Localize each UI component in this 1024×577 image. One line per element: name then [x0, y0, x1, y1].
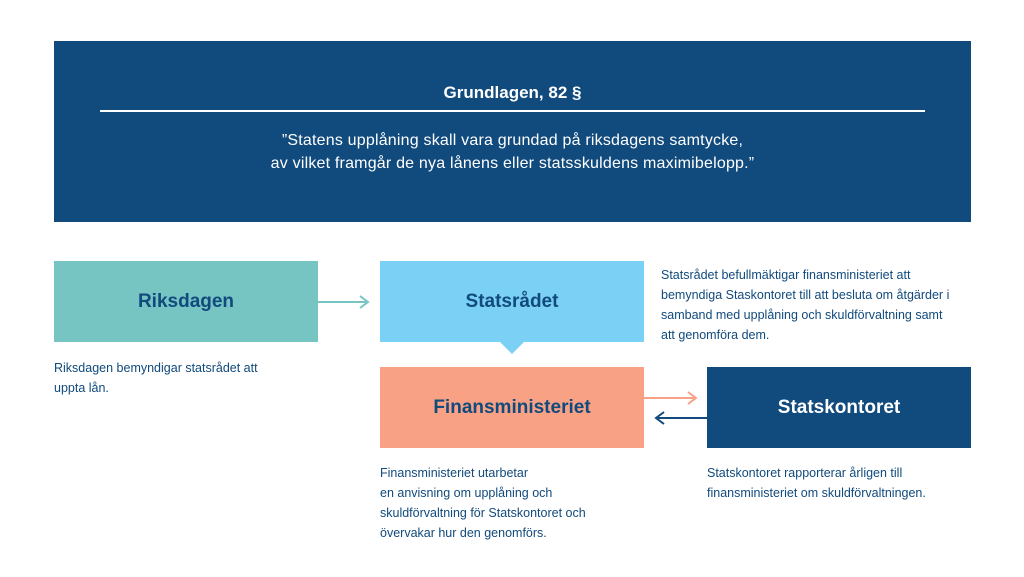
- arrow-statskontoret-to-finans: [654, 411, 707, 425]
- note-line: övervakar hur den genomförs.: [380, 526, 547, 540]
- finansministeriet-box: Finansministeriet: [380, 367, 644, 448]
- note-line: uppta lån.: [54, 381, 109, 395]
- header-panel: Grundlagen, 82 § ”Statens upplåning skal…: [54, 41, 971, 222]
- statsradet-box: Statsrådet: [380, 261, 644, 342]
- header-divider: [100, 110, 925, 112]
- note-line: Riksdagen bemyndigar statsrådet att: [54, 361, 258, 375]
- note-line: Finansministeriet utarbetar: [380, 466, 528, 480]
- statsradet-pointer: [500, 342, 524, 354]
- note-line: samband med upplåning och skuldförvaltni…: [661, 308, 943, 322]
- quote-line-1: ”Statens upplåning skall vara grundad på…: [281, 132, 744, 149]
- header-quote: ”Statens upplåning skall vara grundad på…: [54, 129, 971, 175]
- riksdagen-note: Riksdagen bemyndigar statsrådet att uppt…: [54, 358, 314, 398]
- note-line: Statsrådet befullmäktigar finansminister…: [661, 268, 911, 282]
- arrow-riksdagen-to-statsradet: [318, 295, 370, 309]
- note-line: en anvisning om upplåning och: [380, 486, 553, 500]
- arrow-finans-to-statskontoret: [644, 391, 698, 405]
- note-line: skuldförvaltning för Statskontoret och: [380, 506, 586, 520]
- riksdagen-box: Riksdagen: [54, 261, 318, 342]
- note-line: Statskontoret rapporterar årligen till: [707, 466, 903, 480]
- statskontoret-box: Statskontoret: [707, 367, 971, 448]
- header-title: Grundlagen, 82 §: [443, 83, 582, 102]
- statskontoret-note: Statskontoret rapporterar årligen till f…: [707, 463, 997, 503]
- finansministeriet-note: Finansministeriet utarbetar en anvisning…: [380, 463, 640, 543]
- note-line: finansministeriet om skuldförvaltningen.: [707, 486, 926, 500]
- note-line: att genomföra dem.: [661, 328, 770, 342]
- statsradet-note: Statsrådet befullmäktigar finansminister…: [661, 265, 991, 345]
- quote-line-2: av vilket framgår de nya lånens eller st…: [270, 155, 755, 172]
- note-line: bemyndiga Staskontoret till att besluta …: [661, 288, 950, 302]
